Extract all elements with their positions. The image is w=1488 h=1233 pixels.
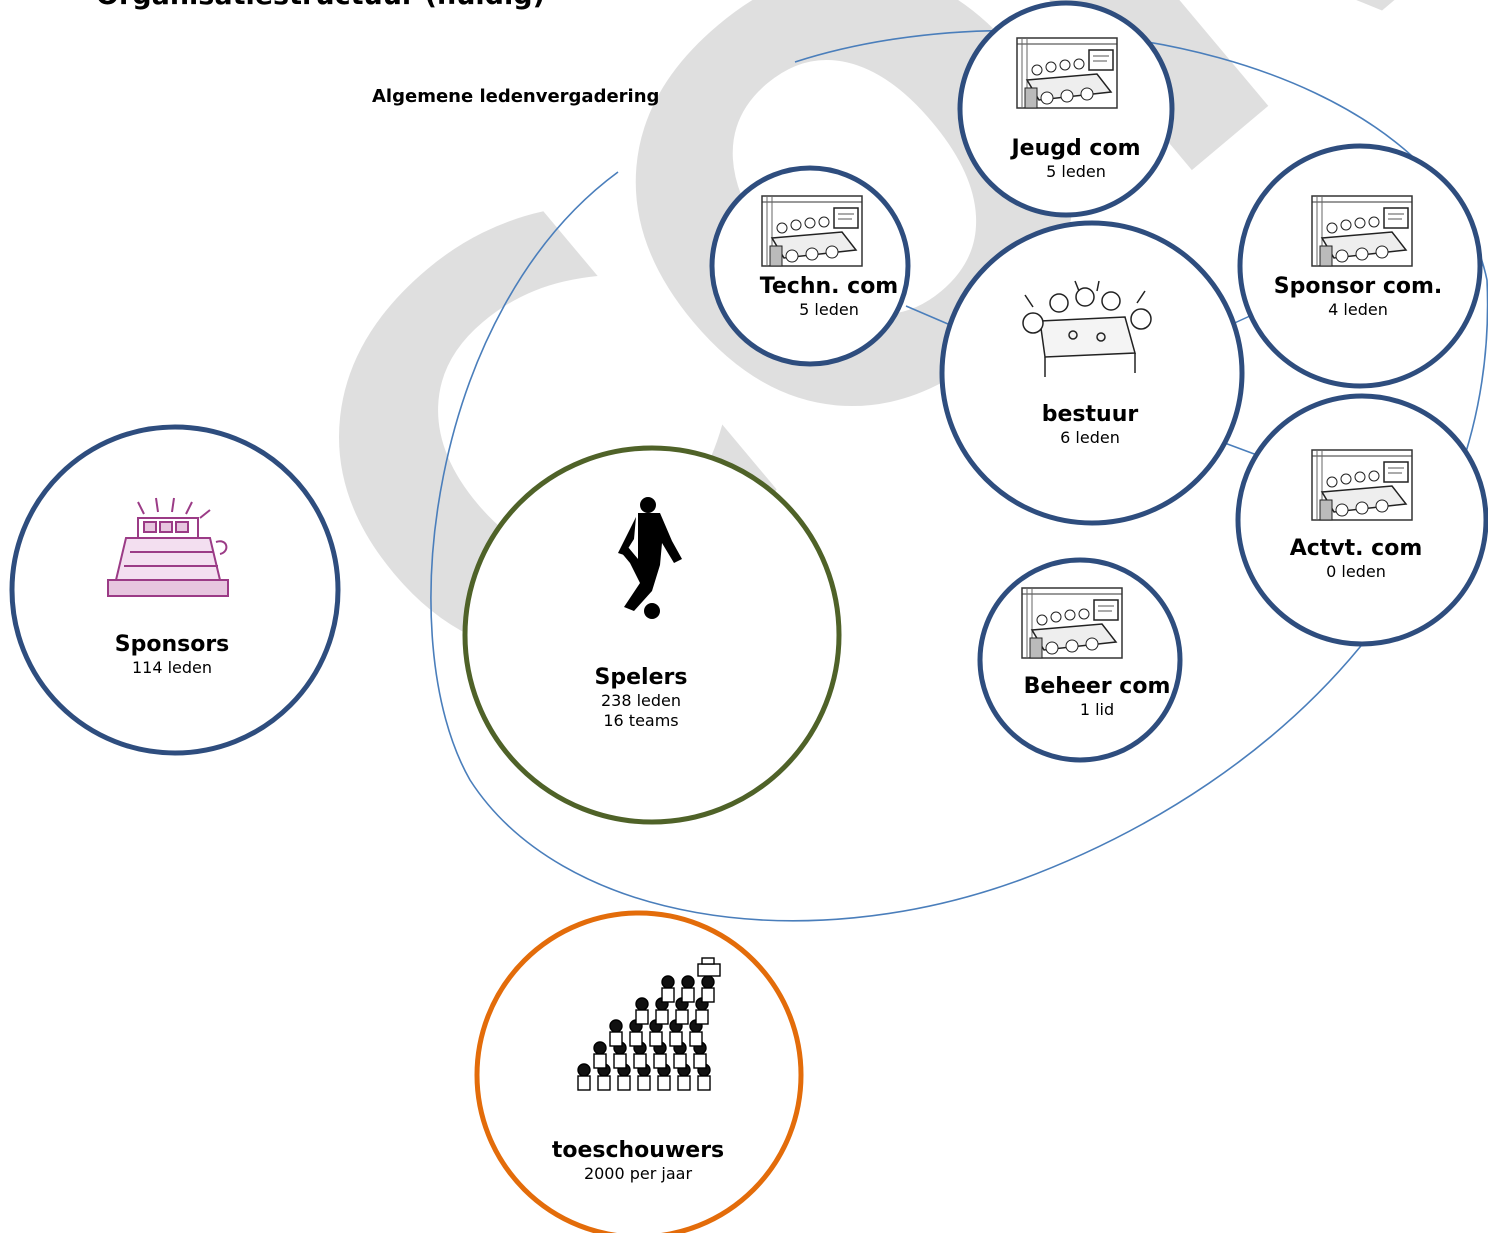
node-name: Sponsors <box>114 632 230 657</box>
cash-register-icon <box>107 497 229 597</box>
meeting-icon <box>1021 587 1123 659</box>
meeting-icon <box>1311 195 1413 267</box>
node-visitors: 2000 per jaar <box>583 1164 693 1184</box>
node-members: 114 leden <box>131 658 213 678</box>
football-player-icon <box>618 497 682 619</box>
node-name: Beheer com <box>1023 674 1171 699</box>
node-name: Actvt. com <box>1289 536 1423 561</box>
node-beheer-com: Beheer com 1 lid <box>1024 674 1171 720</box>
node-members: 0 leden <box>1326 562 1386 582</box>
node-name: toeschouwers <box>551 1138 725 1163</box>
node-techn-com: Techn. com 5 leden <box>760 274 898 320</box>
node-members: 4 leden <box>1328 300 1388 320</box>
assembly-ellipse-arc <box>430 29 1488 922</box>
node-members: 238 leden <box>600 691 682 711</box>
crowd-icon <box>577 957 721 1091</box>
node-members: 6 leden <box>1060 428 1120 448</box>
node-name: Techn. com <box>759 274 899 299</box>
page-title: Organisatiestructuur (huidig) <box>96 0 545 11</box>
circle-jeugd-com <box>957 0 1175 218</box>
node-members: 1 lid <box>1079 700 1115 720</box>
node-actvt-com: Actvt. com 0 leden <box>1290 536 1423 582</box>
discussion-icon <box>1022 280 1152 377</box>
node-sponsors: Sponsors 114 leden <box>115 632 230 678</box>
node-members: 5 leden <box>1046 162 1106 182</box>
meeting-icon <box>761 195 863 267</box>
node-name: Spelers <box>594 665 688 690</box>
node-members: 5 leden <box>799 300 859 320</box>
node-bestuur: bestuur 6 leden <box>1042 402 1138 448</box>
assembly-label: Algemene ledenvergadering <box>372 86 660 107</box>
node-name: bestuur <box>1041 402 1139 427</box>
node-teams: 16 teams <box>603 710 679 730</box>
circle-bestuur <box>939 220 1245 526</box>
node-toeschouwers: toeschouwers 2000 per jaar <box>552 1138 724 1184</box>
node-name: Sponsor com. <box>1273 274 1443 299</box>
node-sponsor-com: Sponsor com. 4 leden <box>1274 274 1443 320</box>
node-spelers: Spelers 238 leden 16 teams <box>595 665 688 730</box>
node-name: Jeugd com <box>1011 136 1141 161</box>
node-jeugd-com: Jeugd com 5 leden <box>1011 136 1140 182</box>
circle-spelers <box>462 445 842 825</box>
meeting-icon <box>1311 449 1413 521</box>
meeting-icon <box>1016 37 1118 109</box>
